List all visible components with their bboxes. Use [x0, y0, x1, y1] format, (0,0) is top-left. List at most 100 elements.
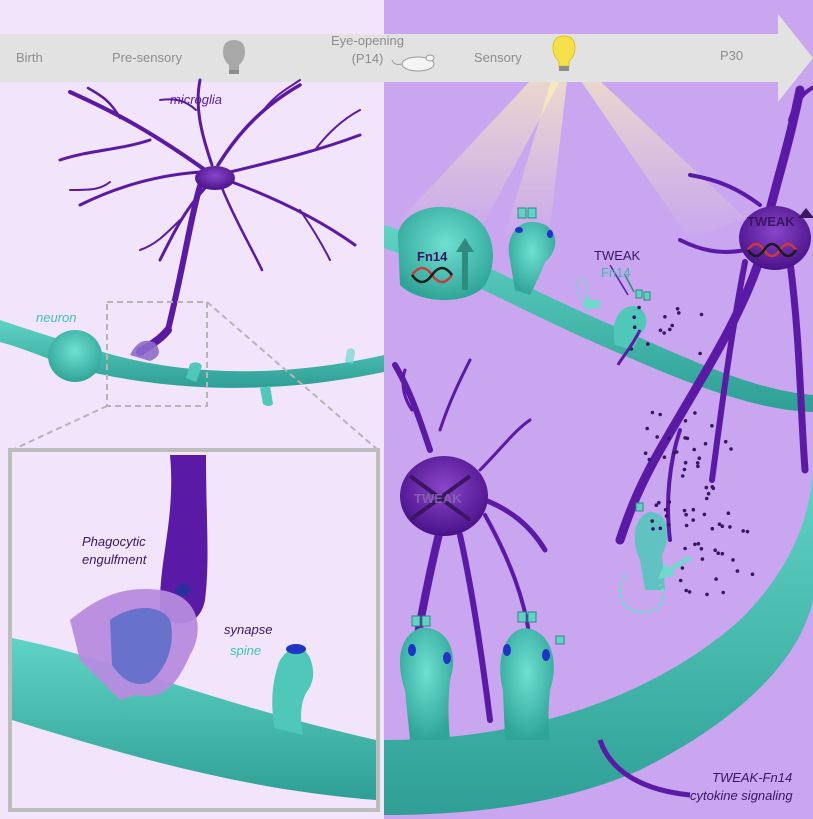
tweak-particle: [679, 579, 683, 583]
tweak-particle: [668, 500, 672, 504]
tweak-particle: [731, 558, 735, 562]
timeline-label-pre-sensory: Pre-sensory: [112, 50, 182, 65]
tweak-particle: [665, 514, 669, 518]
tweak-particle: [701, 557, 705, 561]
tweak-particle: [633, 325, 637, 329]
timeline-label-sensory: Sensory: [474, 50, 522, 65]
tweak-particle: [713, 548, 717, 552]
tweak-particle: [710, 424, 714, 428]
tweak-particle: [751, 572, 755, 576]
tweak-particle: [707, 492, 711, 496]
tweak-particle: [681, 474, 685, 478]
tweak-particle: [729, 447, 733, 451]
tweak-particle: [705, 486, 709, 490]
tweak-particle: [681, 566, 685, 570]
tweak-particle: [648, 458, 652, 462]
tweak-particle: [696, 465, 700, 469]
tweak-particle: [691, 518, 695, 522]
tweak-particle: [684, 513, 688, 517]
timeline-label-eye-opening-line1: Eye-opening: [331, 32, 404, 50]
tweak-particle: [711, 485, 715, 489]
tweak-particle: [693, 543, 697, 547]
tweak-particle: [663, 315, 667, 319]
tweak-particle: [650, 519, 654, 523]
spine-label: spine: [230, 643, 261, 658]
tweak-particle: [741, 529, 745, 533]
tweak-particle: [662, 331, 666, 335]
tweak-particle: [645, 427, 649, 431]
tweak-particle: [692, 508, 696, 512]
tweak-particle: [685, 524, 689, 528]
tweak-particle: [658, 413, 662, 417]
tweak-particle: [736, 569, 740, 573]
timeline-label-p30: P30: [720, 48, 743, 63]
tweak-particle: [684, 419, 688, 423]
signaling-label-line1: TWEAK-Fn14: [712, 770, 792, 785]
engulfment-label-line1: Phagocytic: [82, 534, 146, 549]
signaling-label-line2: cytokine signaling: [690, 788, 793, 803]
synapse-label: synapse: [224, 622, 272, 637]
timeline-label-eye-opening-line2: (P14): [331, 50, 404, 68]
tweak-particle: [683, 509, 687, 513]
tweak-particle: [683, 547, 687, 551]
tweak-particle: [667, 523, 671, 527]
tweak-particle: [644, 451, 648, 455]
tweak-particle: [663, 455, 667, 459]
tweak-particle: [632, 315, 636, 319]
tweak-particle: [721, 552, 725, 556]
tweak-particle: [684, 461, 688, 465]
tweak-particle: [714, 577, 718, 581]
tweak-particle: [698, 456, 702, 460]
timeline-label-eye-opening: Eye-opening (P14): [331, 32, 404, 68]
tweak-particle: [746, 530, 750, 534]
tweak-particle: [670, 324, 674, 328]
tweak-particle: [651, 527, 655, 531]
tweak-particle: [697, 542, 701, 546]
tweak-particle: [684, 589, 688, 593]
tweak-particle: [668, 328, 672, 332]
tweak-particle: [700, 313, 704, 317]
microglia-left-soma: [195, 166, 235, 190]
tweak-ligand-label: TWEAK: [594, 248, 640, 263]
tweak-particle: [724, 440, 728, 444]
tweak-particle: [703, 513, 707, 517]
tweak-particle: [655, 435, 659, 439]
tweak-particle: [686, 437, 690, 441]
tweak-particle: [721, 591, 725, 595]
tweak-particle: [696, 461, 700, 465]
tweak-particle: [692, 448, 696, 452]
tweak-particle: [693, 411, 697, 415]
tweak-particle: [676, 307, 680, 311]
tweak-particle: [716, 551, 720, 555]
fn14-ligand-label: Fn14: [601, 265, 631, 280]
tweak-particle: [711, 527, 715, 531]
tweak-particle: [683, 468, 687, 472]
tweak-particle: [718, 522, 722, 526]
tweak-particle: [705, 497, 709, 501]
tweak-particle: [704, 442, 708, 446]
tweak-particle: [677, 311, 681, 315]
tweak-particle: [727, 511, 731, 515]
tweak-particle: [700, 547, 704, 551]
tweak-particle: [698, 352, 702, 356]
tweak-particle: [651, 411, 655, 415]
tweak-particle: [667, 437, 671, 441]
fn14-receptor-label: Fn14: [417, 249, 447, 264]
tweak-particle: [655, 503, 659, 507]
tweak-particle: [728, 525, 732, 529]
tweak-particle: [637, 306, 641, 310]
timeline-label-birth: Birth: [16, 50, 43, 65]
tweak-particle: [646, 342, 650, 346]
tweak-microglia-label: TWEAK: [747, 214, 795, 229]
tweak-particle: [672, 451, 676, 455]
tweak-particle: [688, 590, 692, 594]
tweak-particle: [659, 527, 663, 531]
tweak-particle: [659, 329, 663, 333]
tweak-particle: [705, 593, 709, 597]
tweak-particle: [664, 508, 668, 512]
neuron-label: neuron: [36, 310, 76, 325]
crossed-tweak-label: TWEAK: [414, 491, 462, 506]
engulfment-label-line2: engulfment: [82, 552, 146, 567]
